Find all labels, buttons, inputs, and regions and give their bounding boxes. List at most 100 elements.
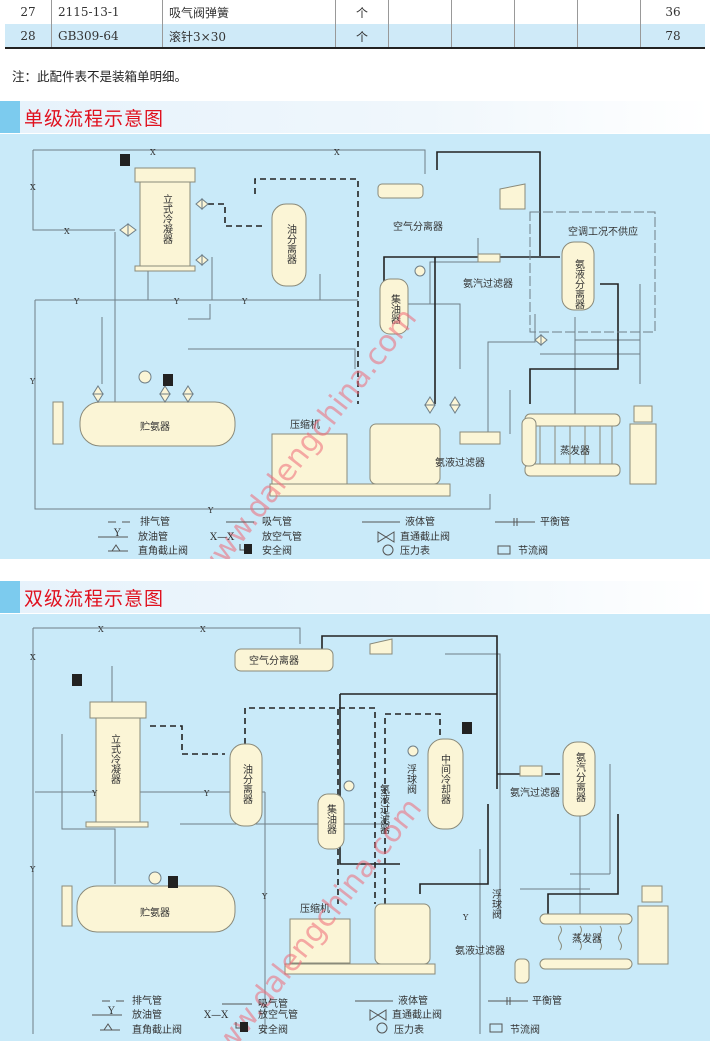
cell-empty <box>451 0 515 24</box>
agitator-motor <box>641 885 663 903</box>
legend-safety-valve: 安全阀 <box>262 544 292 557</box>
angle-stop-valve-icon <box>108 544 128 552</box>
pipe-mark-y: Y <box>203 789 210 798</box>
balance-pipe <box>575 284 641 384</box>
suction-pipe <box>383 256 560 284</box>
air-separator <box>377 183 424 199</box>
label-ammonia-receiver: 贮氨器 <box>140 420 170 433</box>
liquid-pipe <box>188 304 211 320</box>
section-title-double: 双级流程示意图 <box>24 588 165 610</box>
evaporator-bottom-header <box>524 463 621 477</box>
cell-code: GB309-64 <box>51 24 163 48</box>
suction-pipe <box>419 804 489 894</box>
label-oil-separator: 油分离器 <box>241 763 253 805</box>
discharge-pipe <box>254 178 359 404</box>
ammonia-gas-filter <box>519 765 543 777</box>
cell-empty <box>577 24 641 48</box>
stop-valve-icon <box>424 396 436 414</box>
legend-discharge-pipe: 排气管 <box>132 994 162 1007</box>
double-stage-svg: 空气分离器 立式冷凝器 油分离器 集油器 氨液过滤器 浮球阀 中间冷却器 氨汽过… <box>29 625 669 1041</box>
section-header-double: 双级流程示意图 <box>0 581 710 613</box>
legend-liquid-pipe: 液体管 <box>405 515 435 528</box>
compressor <box>374 903 431 965</box>
vertical-condenser <box>95 717 141 825</box>
label-oil-collector: 集油器 <box>389 293 401 325</box>
stop-valve-icon <box>195 197 209 211</box>
pipe-mark-y: Y <box>29 865 36 874</box>
liquid-pipe <box>61 734 116 884</box>
legend-straight-stop-valve: 直通截止阀 <box>392 1008 442 1021</box>
liquid-level-gauge <box>61 885 73 927</box>
diagram-stroke <box>235 1022 240 1029</box>
suction-pipe <box>547 814 619 914</box>
label-float-valve-2: 浮球阀 <box>490 889 502 920</box>
safety-valve-icon <box>240 1022 248 1032</box>
diagram-stroke: 立式冷凝器 油分离器 空气分离器 空调工况不供应 氨汽过滤器 氨液分离器 集油器… <box>29 148 638 515</box>
table-row: 28 GB309-64 滚针3×30 个 78 <box>5 24 705 48</box>
evaporator-top-header <box>539 913 633 925</box>
diagram-stroke <box>148 745 419 885</box>
parts-table: 27 2115-13-1 吸气阀弹簧 个 36 28 GB309-64 滚针3×… <box>5 0 705 48</box>
label-ammonia-liquid-filter: 氨液过滤器 <box>435 456 485 469</box>
safety-valve-icon <box>462 722 472 734</box>
legend-safety-valve: 安全阀 <box>258 1023 288 1036</box>
evaporator-coils <box>558 925 622 951</box>
pipe-mark-y: Y <box>462 913 469 922</box>
label-intercooler: 中间冷却器 <box>439 753 451 805</box>
diagram-stroke <box>72 674 472 888</box>
section-tab-marker <box>0 101 20 133</box>
cell-name: 吸气阀弹簧 <box>162 0 336 24</box>
label-evaporator: 蒸发器 <box>572 932 602 945</box>
compressor-base <box>284 963 436 975</box>
stop-valve-icon <box>449 396 461 414</box>
pressure-gauge-icon <box>407 745 419 757</box>
label-ammonia-gas-filter: 氨汽过滤器 <box>510 786 560 799</box>
diagram-stroke <box>120 154 173 386</box>
legend-oil-drain-pipe: 放油管 <box>138 530 168 543</box>
liquid-pipe <box>188 348 356 369</box>
table-bottom-rule <box>5 47 705 49</box>
single-stage-svg: 立式冷凝器 油分离器 空气分离器 空调工况不供应 氨汽过滤器 氨液分离器 集油器… <box>29 148 657 559</box>
cell-name: 滚针3×30 <box>162 24 336 48</box>
safety-valve-icon <box>168 876 178 888</box>
pressure-gauge-icon <box>343 780 355 792</box>
suction-pipe <box>529 283 619 404</box>
diagram-stroke <box>488 997 528 1005</box>
legend-air-vent-pipe: 放空气管 <box>262 530 302 543</box>
label-ammonia-liquid-separator: 氨液分离器 <box>573 258 585 310</box>
safety-valve-icon <box>244 544 252 554</box>
section-tab-marker <box>0 581 20 613</box>
legend: 排气管 吸气管 液体管 平衡管 Y 放油管 X—X 放空气管 直通截止阀 直角截… <box>98 515 570 557</box>
table-row: 27 2115-13-1 吸气阀弹簧 个 36 <box>5 0 705 24</box>
compressor <box>369 423 441 485</box>
legend-throttle-valve: 节流阀 <box>510 1023 540 1036</box>
label-ammonia-liquid-filter-v: 氨液过滤器 <box>378 783 390 835</box>
legend-pressure-gauge: 压力表 <box>394 1023 424 1036</box>
cell-empty <box>577 0 641 24</box>
cell-no: 27 <box>20 5 36 19</box>
water-tank <box>369 638 393 655</box>
ammonia-liquid-filter <box>459 431 501 445</box>
air-vent-pipe <box>33 627 301 644</box>
pipe-mark-y: Y <box>91 789 98 798</box>
label-float-valve: 浮球阀 <box>405 764 417 795</box>
label-evaporator: 蒸发器 <box>560 444 590 457</box>
diagram-stroke <box>92 197 548 414</box>
pipe-mark-y: Y <box>173 297 180 306</box>
pressure-gauge-icon <box>376 1022 388 1034</box>
section-header-single: 单级流程示意图 <box>0 101 710 133</box>
cell-empty <box>388 24 452 48</box>
diagram-stroke <box>32 149 641 510</box>
diagram-stroke <box>32 627 611 1034</box>
balance-pipe <box>520 873 610 890</box>
ac-region-box <box>529 211 656 333</box>
diagram-stroke <box>321 635 619 914</box>
legend-liquid-pipe: 液体管 <box>398 994 428 1007</box>
discharge-pipe <box>150 725 225 755</box>
pipe-mark-y: Y <box>241 297 248 306</box>
pipe-mark-x: X <box>64 227 70 236</box>
compressor-motor <box>271 433 348 485</box>
air-vent-pipe <box>32 150 115 231</box>
condenser-top-cap <box>89 701 147 719</box>
cell-unit: 个 <box>335 24 389 48</box>
